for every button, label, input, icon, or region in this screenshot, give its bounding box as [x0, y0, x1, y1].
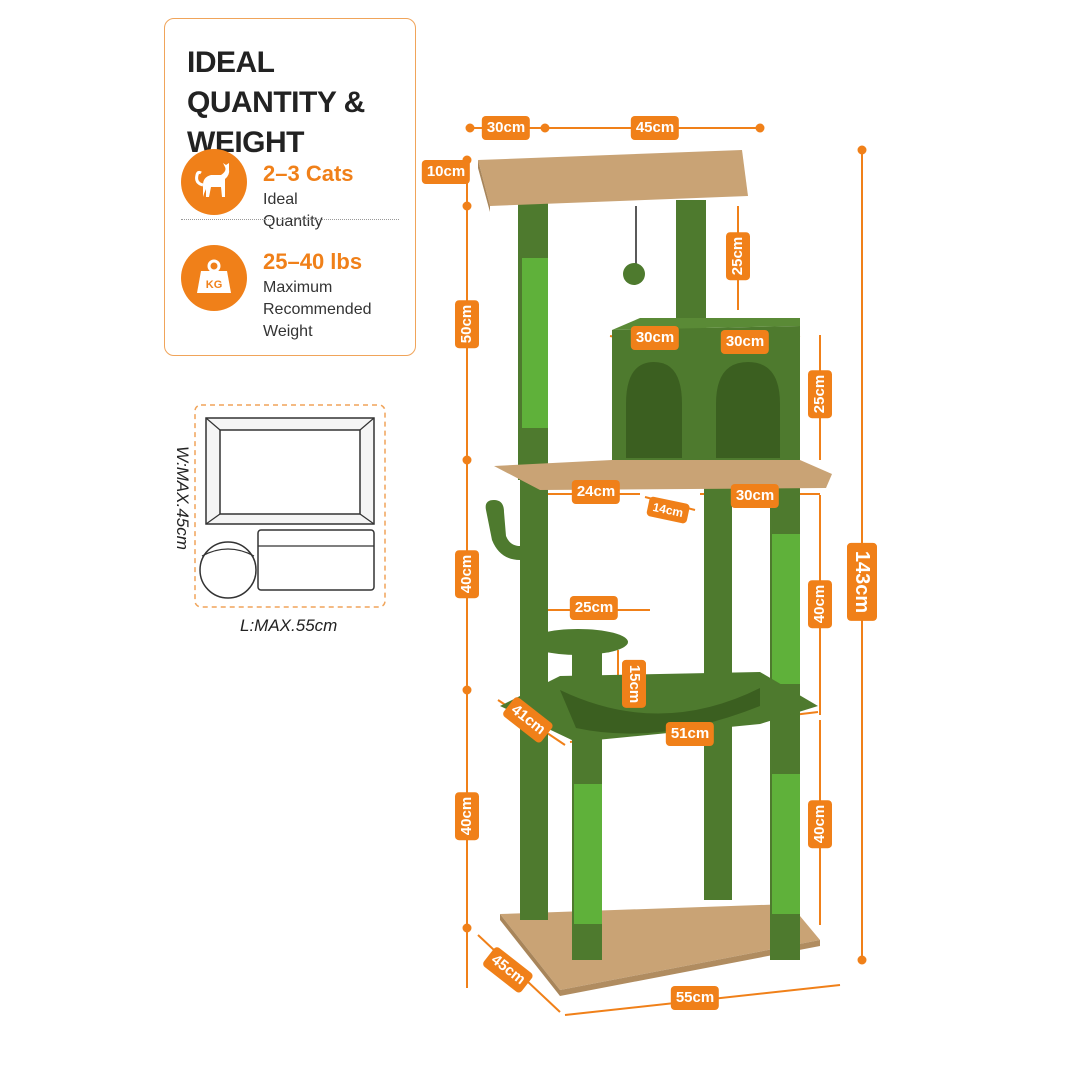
- dim-top-depth: 30cm: [481, 116, 531, 140]
- dim-middle-height: 40cm: [455, 549, 479, 599]
- quantity-label: Ideal Quantity: [263, 191, 323, 230]
- dim-lower-height: 40cm: [455, 791, 479, 841]
- dim-condo-depth: 30cm: [630, 326, 680, 350]
- dim-platform-b: 30cm: [730, 484, 780, 508]
- dim-total-height: 143cm: [847, 542, 877, 622]
- dim-condo-width: 30cm: [720, 330, 770, 354]
- dim-upper-height: 50cm: [455, 299, 479, 349]
- weight-label-line-3: Weight: [263, 323, 313, 340]
- weight-value: 25–40 lbs: [263, 249, 363, 274]
- kg-weight-icon: KG: [181, 245, 247, 311]
- info-card: IDEAL QUANTITY & WEIGHT 2–3 Cats Ideal Q…: [164, 18, 416, 356]
- dim-base-width: 55cm: [670, 986, 720, 1010]
- cat-icon: [181, 149, 247, 215]
- dim-top-width: 45cm: [630, 116, 680, 140]
- card-divider: [181, 219, 399, 220]
- dim-perch-height: 15cm: [622, 659, 646, 709]
- dim-hammock-width: 51cm: [665, 722, 715, 746]
- svg-text:KG: KG: [206, 279, 223, 291]
- bed-length-label: L:MAX.55cm: [240, 616, 338, 635]
- quantity-value: 2–3 Cats: [263, 161, 354, 186]
- dim-ball-post-height: 25cm: [726, 231, 750, 281]
- dim-condo-height: 25cm: [808, 369, 832, 419]
- dim-lower-right-height: 40cm: [808, 799, 832, 849]
- dim-right-post-height: 40cm: [808, 579, 832, 629]
- weight-label-line-1: Maximum: [263, 279, 333, 296]
- dim-top-thickness: 10cm: [421, 160, 471, 184]
- dim-platform-a: 24cm: [571, 480, 621, 504]
- bed-size-diagram: [194, 404, 386, 608]
- dim-perch-diameter: 25cm: [569, 596, 619, 620]
- weight-label-line-2: Recommended: [263, 301, 372, 318]
